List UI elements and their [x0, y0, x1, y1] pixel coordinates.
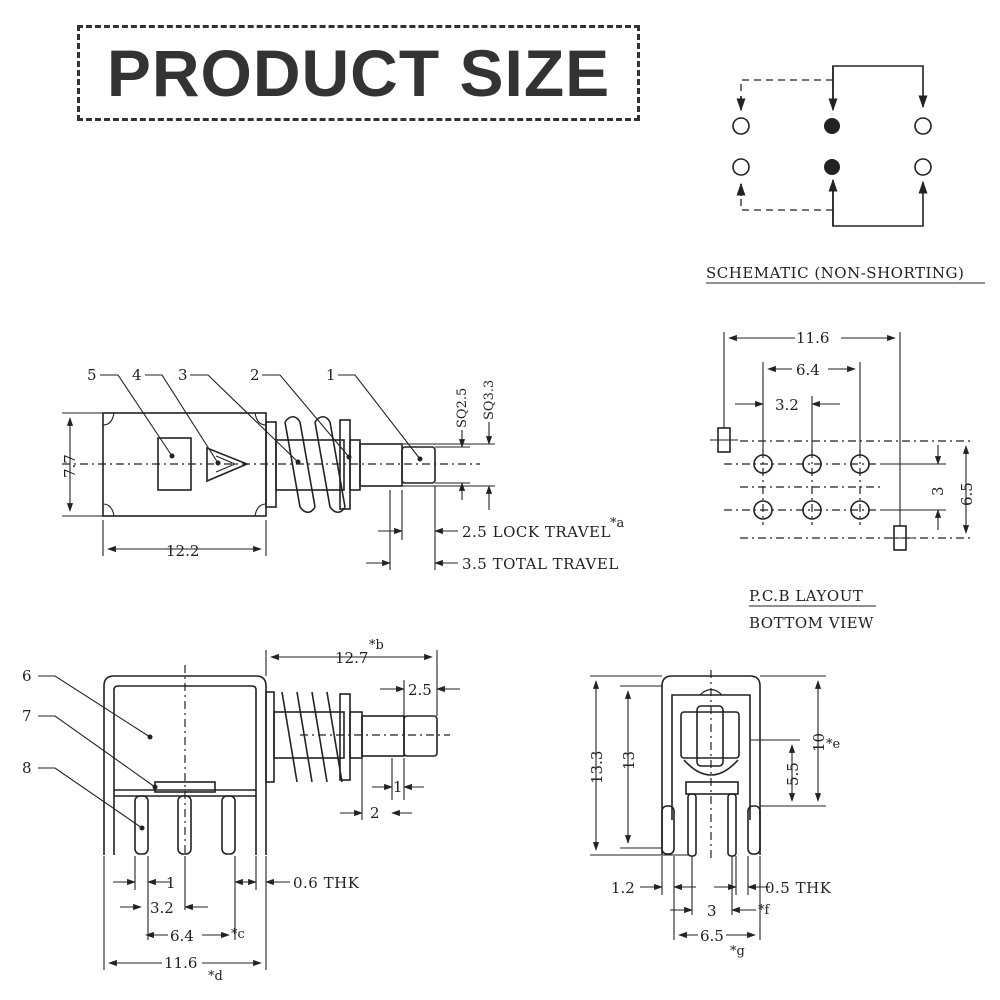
end-dim-width: 6.5: [700, 927, 724, 945]
schematic-terminal: [732, 117, 750, 135]
end-dim-inner: 5.5: [784, 762, 802, 786]
schematic-label: SCHEMATIC (NON-SHORTING): [706, 264, 964, 282]
switch-body: [102, 412, 267, 517]
end-view: 13.3 13 10 *e 5.5 1.2 0.5 THK: [588, 670, 841, 959]
dim-sq-small: SQ2.5: [455, 388, 470, 428]
dim-sq-large: SQ3.3: [482, 380, 497, 420]
front-dim-pitch-wide: 6.4: [170, 927, 194, 945]
end-dim-height: 13: [620, 751, 638, 770]
page-title: PRODUCT SIZE: [106, 36, 611, 110]
schematic-common-terminal: [824, 118, 840, 134]
end-dim-thickness: 0.5 THK: [765, 879, 832, 897]
front-dim-1b: 1: [166, 874, 176, 892]
callout-8: 8: [22, 759, 32, 777]
terminal-pin: [221, 795, 236, 855]
callout-6: 6: [22, 667, 32, 685]
dim-total-travel: 3.5 TOTAL TRAVEL: [462, 555, 619, 573]
pcb-sublabel: BOTTOM VIEW: [749, 614, 874, 632]
pcb-hole: [802, 500, 822, 520]
front-dim-length: 12.7: [335, 649, 368, 667]
end-dim-pitch: 3: [707, 902, 717, 920]
note-a: *a: [610, 516, 625, 531]
pcb-hole: [850, 500, 870, 520]
front-dim-thickness: 0.6 THK: [293, 874, 360, 892]
end-dim-pin-offset: 1.2: [611, 879, 635, 897]
schematic-common-terminal: [824, 159, 840, 175]
end-dim-body-height: 10: [810, 733, 828, 752]
dim-height: 7.7: [61, 454, 79, 478]
pcb-hole: [802, 454, 822, 474]
lock-cam-part-4: [206, 446, 250, 483]
front-dim-width: 11.6: [164, 954, 197, 972]
pcb-layout: 11.6 6.4 3.2 3 6.5 P.C.B LAYOUT BOTTOM V…: [710, 326, 976, 632]
note-d: *d: [208, 969, 223, 984]
front-dim-1a: 1: [393, 778, 403, 796]
pcb-hole: [850, 454, 870, 474]
note-b: *b: [369, 638, 384, 653]
dim-length: 12.2: [166, 542, 199, 560]
pcb-hole: [753, 500, 773, 520]
callout-3: 3: [178, 366, 188, 384]
front-dim-2: 2: [370, 804, 380, 822]
end-actuator: [696, 705, 724, 767]
schematic: SCHEMATIC (NON-SHORTING): [706, 65, 985, 284]
schematic-wire-bottom-dashed: [740, 184, 833, 211]
callout-4: 4: [132, 366, 142, 384]
plunger-part-2: [359, 443, 403, 487]
note-c: *c: [231, 927, 245, 942]
pcb-dim-height: 6.5: [958, 482, 976, 506]
dim-lock-travel: 2.5 LOCK TRAVEL: [462, 523, 611, 541]
pcb-dim-pitch: 3.2: [775, 396, 799, 414]
schematic-terminal: [914, 117, 932, 135]
note-e: *e: [826, 737, 841, 752]
pcb-hole: [753, 454, 773, 474]
callout-1: 1: [326, 366, 336, 384]
side-view: 5 4 3 2 1 7.7 12.2 SQ2.5 SQ3.3: [61, 366, 625, 573]
pcb-dim-pitch-wide: 6.4: [796, 361, 820, 379]
callout-7: 7: [22, 707, 32, 725]
callout-2: 2: [250, 366, 260, 384]
spring-part-3: [284, 415, 346, 514]
pcb-label: P.C.B LAYOUT: [749, 587, 863, 605]
front-dim-pitch: 3.2: [150, 899, 174, 917]
schematic-wire-top: [832, 65, 928, 109]
front-view: 6 7 8 12.7 *b 2.5 1 2: [22, 638, 460, 984]
front-dim-plunger: 2.5: [408, 681, 432, 699]
schematic-wire-bottom: [832, 180, 928, 227]
callout-5: 5: [87, 366, 97, 384]
schematic-wire-top-dashed: [740, 79, 833, 110]
front-housing: [103, 675, 267, 855]
slot-part-5: [157, 437, 192, 491]
pcb-dim-row-pitch: 3: [929, 486, 947, 496]
schematic-terminal: [732, 158, 750, 176]
note-f: *f: [758, 903, 771, 918]
note-g: *g: [730, 944, 745, 959]
schematic-terminal: [914, 158, 932, 176]
actuator-part-1: [401, 446, 436, 484]
pcb-dim-width: 11.6: [796, 329, 829, 347]
end-dim-height-total: 13.3: [588, 751, 606, 784]
title-box: PRODUCT SIZE: [77, 25, 640, 121]
